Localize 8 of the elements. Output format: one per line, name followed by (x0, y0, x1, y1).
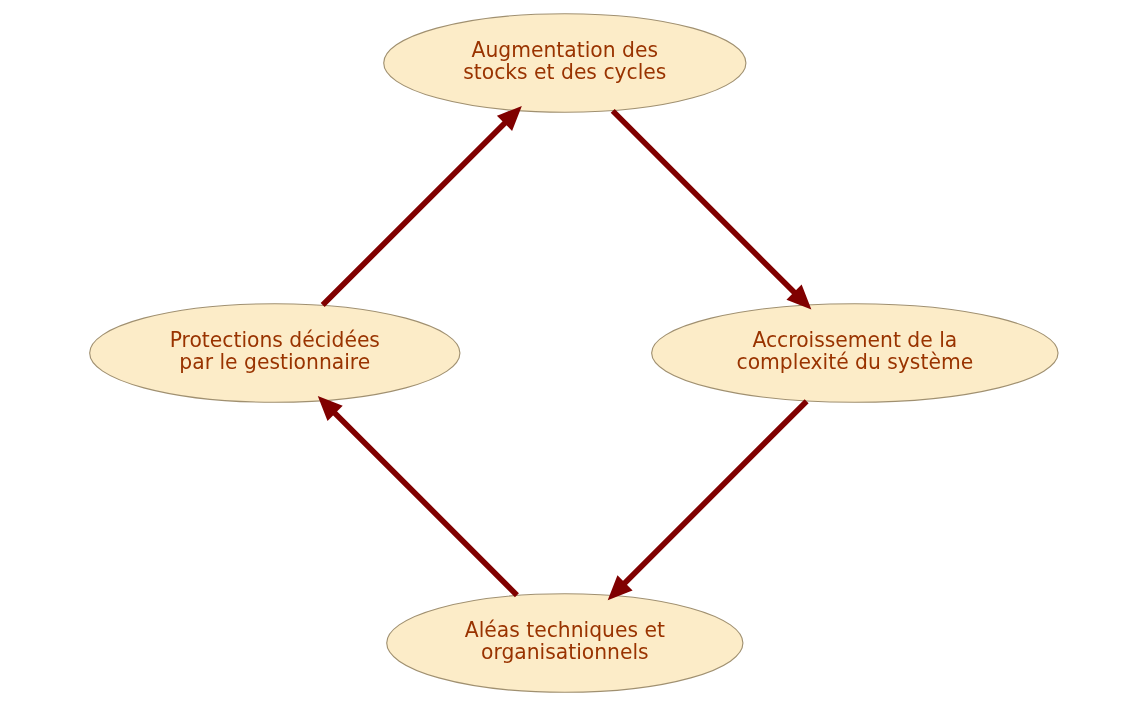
node-ellipse: Accroissement de la complexité du système (650, 302, 1059, 403)
arrow (607, 398, 809, 600)
node-ellipse: Protections décidées par le gestionnaire (88, 302, 460, 403)
arrow (610, 108, 811, 310)
arrow (320, 105, 522, 307)
arrow (317, 395, 519, 597)
node-ellipse: Augmentation des stocks et des cycles (382, 12, 746, 113)
node-ellipse: Aléas techniques et organisationnels (385, 592, 743, 693)
